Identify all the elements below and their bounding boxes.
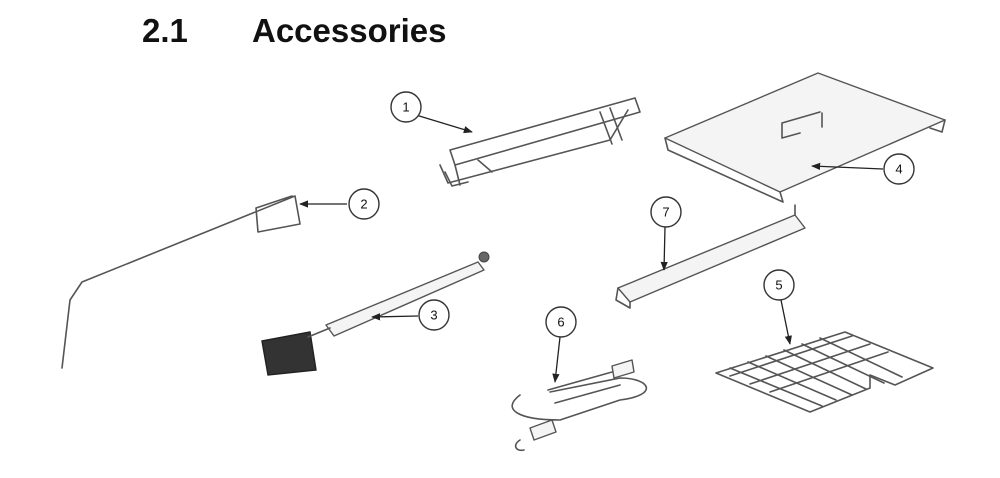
callout-1: 1: [390, 91, 473, 134]
section-heading: 2.1 Accessories: [142, 6, 446, 56]
part-7-channel: [615, 204, 806, 309]
part-1-basket-frame: [439, 97, 641, 187]
part-5-grate: [715, 331, 934, 413]
callout-7: 7: [650, 196, 682, 271]
callout-5: 5: [763, 269, 795, 345]
svg-text:5: 5: [775, 278, 782, 293]
callout-6: 6: [545, 306, 577, 383]
svg-text:7: 7: [662, 205, 669, 220]
svg-text:3: 3: [430, 308, 437, 323]
part-6-hose: [511, 359, 648, 452]
svg-text:4: 4: [895, 162, 902, 177]
svg-text:6: 6: [557, 315, 564, 330]
part-2-hook-rod: [61, 195, 301, 369]
svg-text:2: 2: [360, 197, 367, 212]
section-number: 2.1: [142, 12, 188, 49]
svg-text:1: 1: [402, 100, 409, 115]
part-4-cover: [664, 72, 946, 203]
part-3-scraper: [261, 251, 490, 376]
callout-3: 3: [371, 299, 450, 331]
section-title: Accessories: [252, 12, 447, 49]
callout-4: 4: [811, 153, 915, 185]
callout-2: 2: [299, 188, 380, 220]
